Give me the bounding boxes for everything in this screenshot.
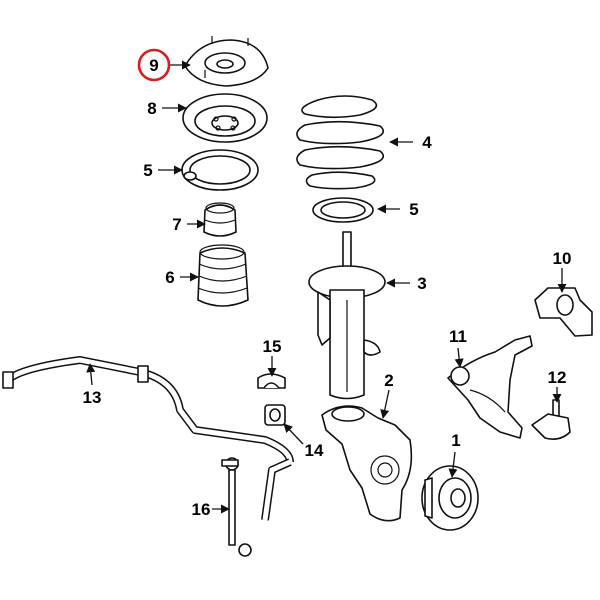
- callout-5-left[interactable]: 5: [143, 161, 152, 180]
- stabilizer-link-part[interactable]: [221, 457, 252, 557]
- lower-control-arm-part[interactable]: [447, 335, 533, 439]
- callout-9[interactable]: 9: [149, 56, 158, 75]
- control-arm-bracket-part[interactable]: [534, 287, 593, 337]
- callout-2[interactable]: 2: [384, 371, 393, 390]
- callout-8[interactable]: 8: [147, 99, 156, 118]
- callout-7[interactable]: 7: [172, 215, 181, 234]
- callout-3[interactable]: 3: [417, 274, 426, 293]
- callout-15[interactable]: 15: [263, 337, 282, 356]
- upper-spring-seat-part[interactable]: [182, 93, 268, 143]
- spring-insulator-upper-part[interactable]: [181, 149, 259, 191]
- callout-13[interactable]: 13: [83, 388, 102, 407]
- strut-assembly-part[interactable]: [308, 231, 386, 400]
- callout-6[interactable]: 6: [165, 268, 174, 287]
- spring-insulator-lower-part[interactable]: [312, 197, 374, 223]
- stabilizer-bushing-part[interactable]: [264, 404, 286, 426]
- bump-stop-part[interactable]: [203, 202, 237, 237]
- callout-10[interactable]: 10: [553, 249, 572, 268]
- callout-14[interactable]: 14: [305, 441, 324, 460]
- callout-4[interactable]: 4: [422, 133, 432, 152]
- callout-16[interactable]: 16: [192, 500, 211, 519]
- callout-1[interactable]: 1: [451, 431, 460, 450]
- coil-spring-part[interactable]: [296, 95, 385, 190]
- dust-boot-part[interactable]: [197, 244, 249, 307]
- stabilizer-bar-part[interactable]: [2, 356, 294, 521]
- steering-knuckle-part[interactable]: [321, 405, 413, 522]
- callout-12[interactable]: 12: [548, 368, 567, 387]
- callout-5-right[interactable]: 5: [409, 200, 418, 219]
- bushing-clamp-part[interactable]: [257, 373, 286, 389]
- callout-11[interactable]: 11: [449, 327, 467, 346]
- leader-lines: [86, 60, 567, 514]
- strut-mount-part[interactable]: [184, 36, 269, 87]
- highlight-circle: [137, 48, 171, 82]
- ball-joint-part[interactable]: [531, 399, 571, 440]
- wheel-hub-part[interactable]: [421, 465, 479, 531]
